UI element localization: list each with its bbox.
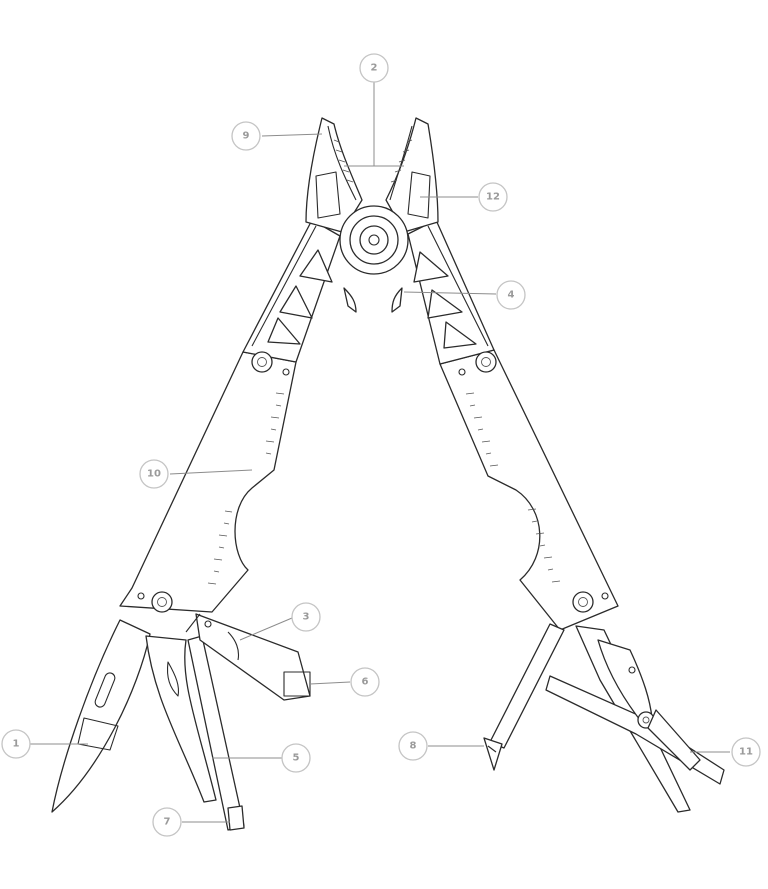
svg-text:8: 8 <box>410 741 417 752</box>
callout-4: 4 <box>496 280 526 310</box>
callout-12: 12 <box>478 182 508 212</box>
phillips-shaft <box>489 623 565 749</box>
callout-8: 8 <box>398 731 428 761</box>
left-handle <box>119 219 341 613</box>
right-handle <box>407 219 619 631</box>
callout-5: 5 <box>281 743 311 773</box>
callout-1: 1 <box>1 729 31 759</box>
svg-text:10: 10 <box>147 469 161 480</box>
callout-10: 10 <box>139 459 169 489</box>
callout-11: 11 <box>731 737 761 767</box>
frame-cutout <box>443 321 477 349</box>
left-tools <box>51 613 311 831</box>
callout-7: 7 <box>152 807 182 837</box>
callout-6: 6 <box>350 667 380 697</box>
svg-text:7: 7 <box>164 817 171 828</box>
callout-9: 9 <box>231 121 261 151</box>
ruler-ticks-left <box>207 392 285 585</box>
frame-cutout <box>413 251 449 283</box>
frame-cutout <box>267 317 301 345</box>
handle-bolt <box>475 351 497 373</box>
handle-bolt <box>151 591 173 613</box>
svg-text:11: 11 <box>739 747 753 758</box>
ruler-ticks-right <box>465 392 561 583</box>
knife-blade-shape <box>51 619 151 813</box>
svg-text:4: 4 <box>508 290 515 301</box>
svg-text:9: 9 <box>243 131 250 142</box>
svg-text:12: 12 <box>486 192 500 203</box>
frame-cutout <box>279 285 313 319</box>
pliers-head <box>305 117 439 313</box>
frame-cutout <box>299 249 333 283</box>
svg-text:1: 1 <box>13 739 20 750</box>
callout-2: 2 <box>359 53 389 83</box>
svg-text:5: 5 <box>293 753 300 764</box>
frame-cutout <box>427 289 463 319</box>
right-tools <box>483 623 725 813</box>
svg-text:3: 3 <box>303 612 310 623</box>
svg-text:2: 2 <box>371 63 378 74</box>
svg-text:6: 6 <box>362 677 369 688</box>
screwdriver-arm <box>195 613 311 701</box>
handle-bolt <box>251 351 273 373</box>
callout-3: 3 <box>291 602 321 632</box>
leader-lines <box>30 82 730 823</box>
handle-bolt <box>572 591 594 613</box>
